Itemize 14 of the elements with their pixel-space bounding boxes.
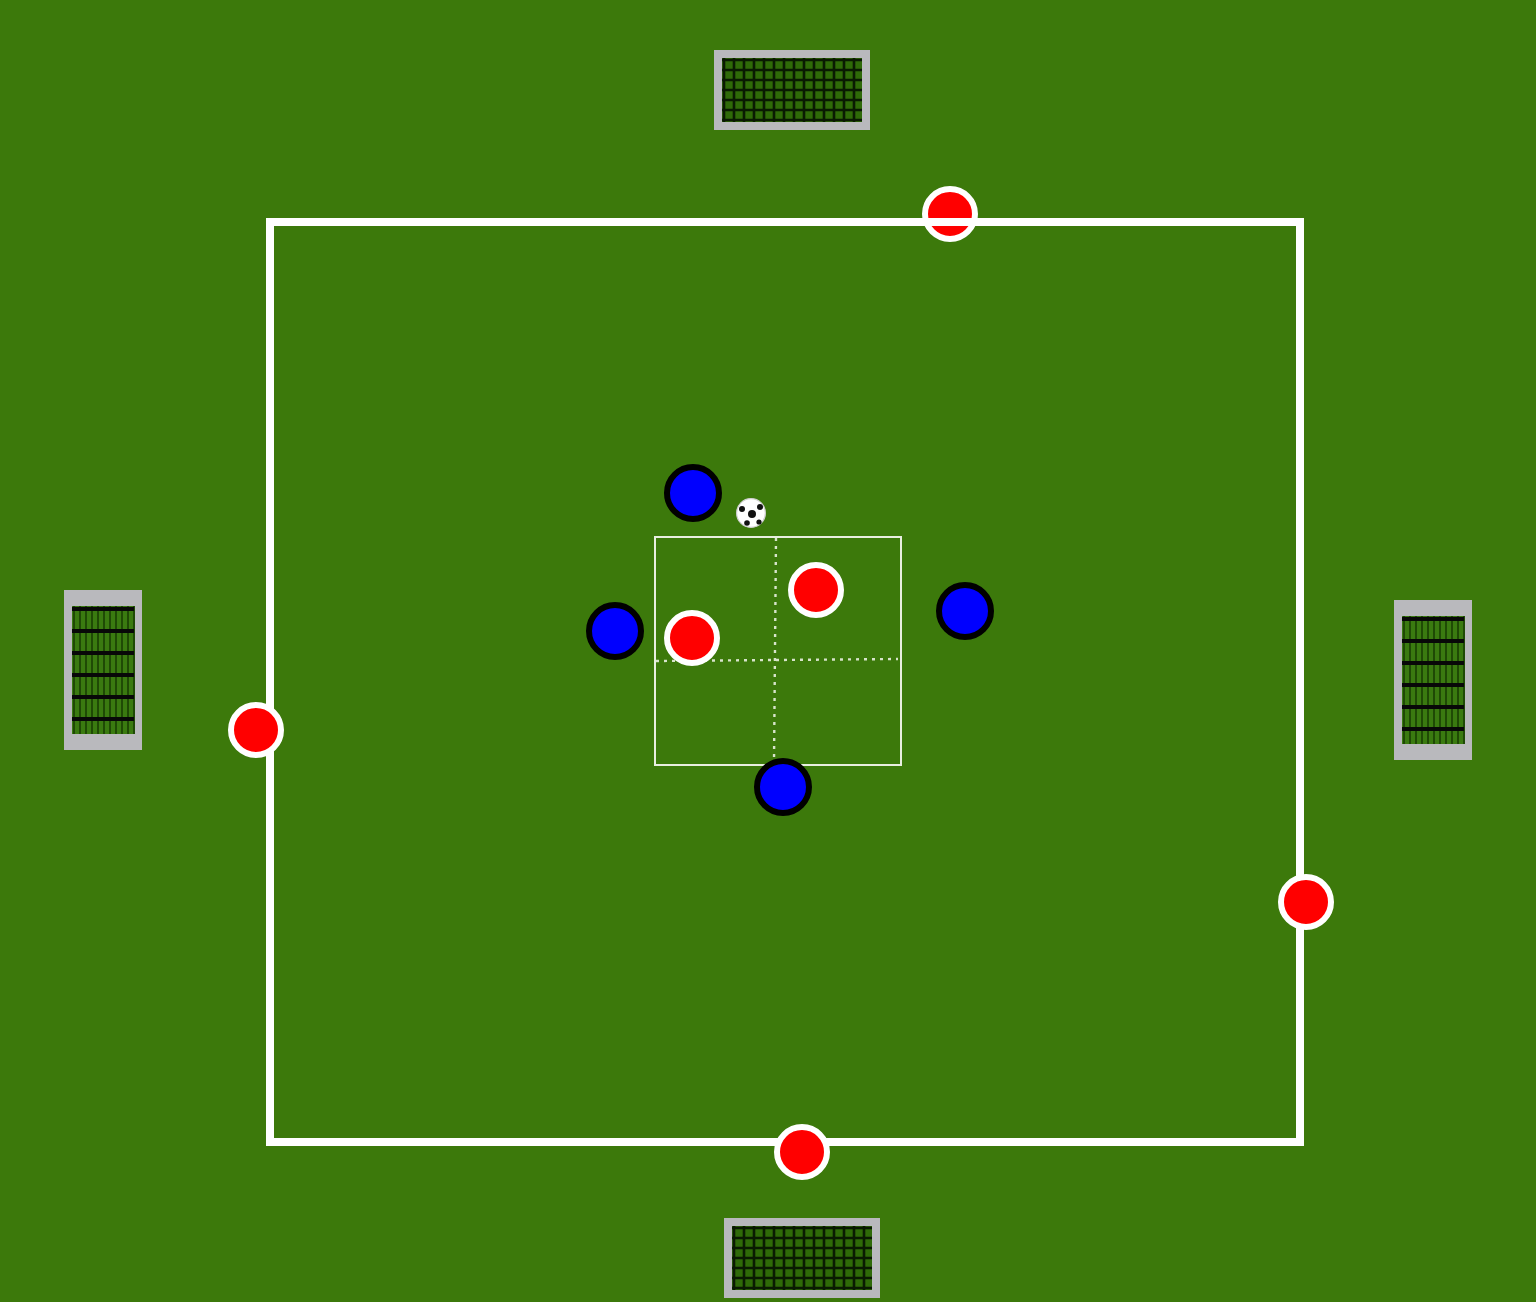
player-marker-icon <box>663 609 719 665</box>
player-marker-icon <box>935 581 993 639</box>
ball-icon <box>735 497 765 527</box>
goal-icon <box>1394 600 1472 760</box>
goal-icon <box>724 1218 880 1298</box>
goal-icon <box>714 50 870 130</box>
player-marker-icon <box>1278 874 1334 930</box>
player-marker-icon <box>585 601 643 659</box>
player-marker-icon <box>753 757 811 815</box>
goal-icon <box>64 590 142 750</box>
player-marker-icon <box>228 702 284 758</box>
player-marker-icon <box>787 561 843 617</box>
player-marker-icon <box>663 463 721 521</box>
player-marker-icon <box>774 1124 830 1180</box>
